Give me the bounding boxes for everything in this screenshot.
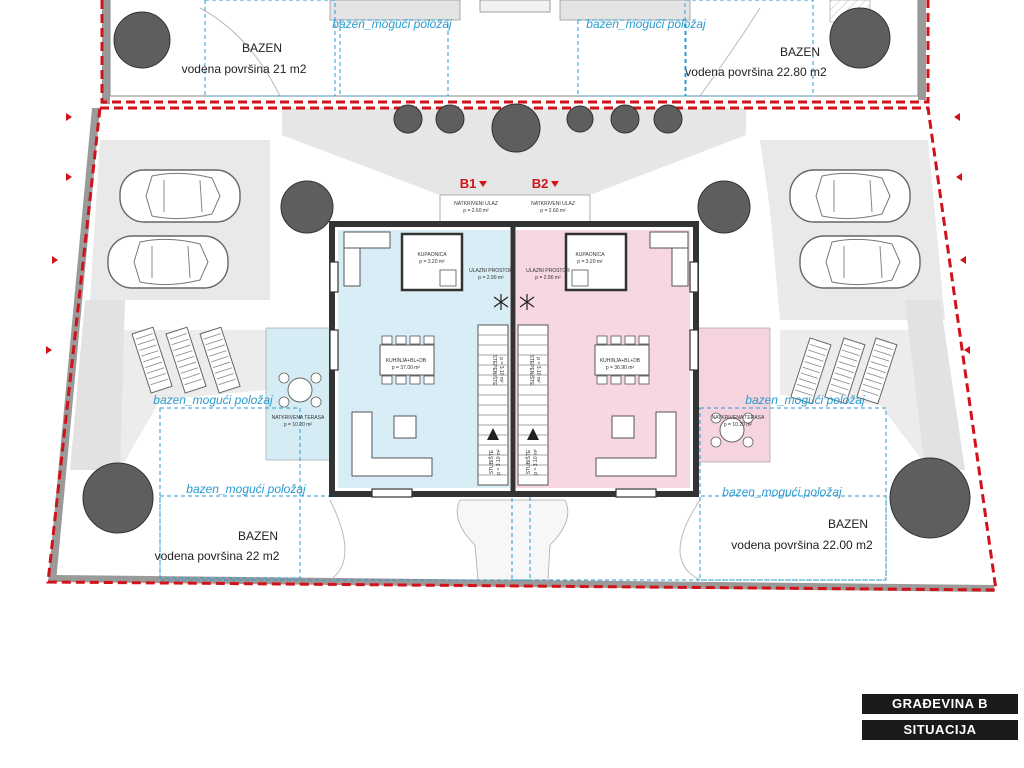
pool-area-top-right: vodena površina 22.80 m2 (685, 65, 827, 79)
pool-label-top-right: BAZEN (780, 45, 820, 59)
building-b (329, 221, 699, 498)
b1-hall-label: ULAZNI PROSTOR (469, 268, 513, 274)
pool-label-top-left: BAZEN (242, 41, 282, 55)
pool-area-top-left: vodena površina 21 m2 (182, 62, 307, 76)
unit-b2-arrow-icon (551, 181, 559, 187)
b1-hall-area: p = 2.90 m² (478, 275, 504, 281)
bottom-pool-right (511, 407, 887, 581)
b1-bathroom-label: KUPAONICA (417, 252, 447, 258)
plot-boundary (46, 0, 998, 592)
pool-label-bottom-right: BAZEN (828, 517, 868, 531)
b2-bathroom-area: p = 3.20 m² (577, 259, 603, 265)
pool-position-bottom-right: bazen_mogući položaj (722, 485, 842, 499)
title-building: GRAĐEVINA B (862, 694, 1018, 714)
b2-entrance-label: NATKRIVENI ULAZ (531, 201, 575, 207)
title-situation: SITUACIJA (862, 720, 1018, 740)
pool-label-bottom-left: BAZEN (238, 529, 278, 543)
unit-label-b1: B1 (460, 176, 477, 191)
unit-label-b2: B2 (532, 176, 549, 191)
terrace-left (265, 327, 331, 461)
b1-stairs-up-label: STEPENIŠTE (491, 354, 498, 386)
b2-stairs-down-label: STUBIŠTE (525, 449, 532, 474)
top-neighbour-plot (102, 0, 928, 104)
b1-living-area: p = 37.00 m² (392, 365, 421, 371)
pool-position-upper-right: bazen_mogući položaj (745, 393, 865, 407)
pool-area-bottom-left: vodena površina 22 m2 (155, 549, 280, 563)
pool-position-upper-left: bazen_mogući položaj (153, 393, 273, 407)
pool-area-bottom-right: vodena površina 22.00 m2 (731, 538, 873, 552)
pool-position-top-right: bazen_mogući položaj (586, 17, 706, 31)
tree-icons (82, 7, 971, 539)
b1-living-label: KUHINJA+BL+DB (386, 358, 427, 364)
boundary-arrows (46, 113, 970, 354)
top-pool-right (577, 0, 814, 97)
b1-stairs-up-area: p = 3.10 m² (498, 357, 504, 383)
b1-bathroom-area: p = 3.20 m² (419, 259, 445, 265)
b2-stairs-down-area: p = 3.10 m² (533, 449, 539, 475)
terrace-right (697, 327, 771, 463)
b2-entrance-area: p = 2.60 m² (540, 208, 566, 214)
b2-hall-label: ULAZNI PROSTOR (526, 268, 570, 274)
b2-stairs-up-area: p = 3.10 m² (535, 357, 541, 383)
b1-stairs-down-label: STUBIŠTE (488, 449, 495, 474)
b1-stairs-down-area: p = 3.10 m² (496, 449, 502, 475)
b2-living-area: p = 36.90 m² (606, 365, 635, 371)
b2-living-label: KUHINJA+BL+DB (600, 358, 641, 364)
b1-terrace-area: p = 10.20 m² (284, 422, 313, 428)
unit-b1-arrow-icon (479, 181, 487, 187)
top-pool-left (204, 0, 449, 97)
b2-bathroom-label: KUPAONICA (575, 252, 605, 258)
b2-stairs-up-label: STEPENIŠTE (528, 354, 535, 386)
b1-entrance-area: p = 2.60 m² (463, 208, 489, 214)
b1-terrace-label: NATKRIVENA TERASA (272, 415, 325, 421)
b2-terrace-area: p = 10.20 m² (724, 422, 753, 428)
pool-position-top-left: bazen_mogući položaj (332, 17, 452, 31)
b1-entrance-label: NATKRIVENI ULAZ (454, 201, 498, 207)
pool-position-bottom-left: bazen_mogući položaj (186, 482, 306, 496)
b2-terrace-label: NATKRIVENA TERASA (712, 415, 765, 421)
b2-hall-area: p = 2.90 m² (535, 275, 561, 281)
